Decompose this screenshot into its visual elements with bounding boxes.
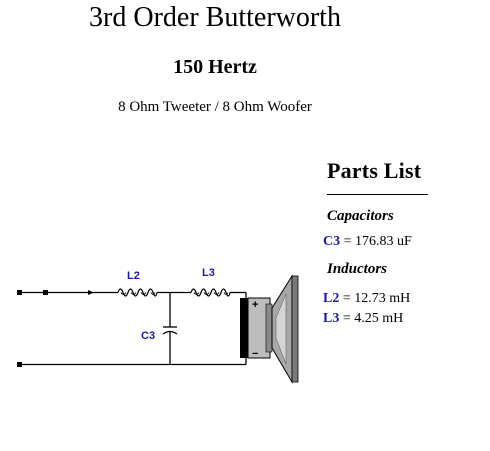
part-l2-id: L2	[323, 291, 340, 306]
inductor-l3-label: L3	[202, 267, 215, 279]
speaker-config-label: 8 Ohm Tweeter / 8 Ohm Woofer	[118, 99, 312, 115]
capacitors-heading: Capacitors	[327, 208, 394, 224]
frequency-label: 150 Hertz	[173, 56, 257, 78]
parts-list-title: Parts List	[327, 158, 422, 183]
bottom-wire	[20, 358, 247, 366]
part-l2-value: = 12.73 mH	[339, 291, 411, 306]
part-c3: C3 = 176.83 uF	[323, 234, 412, 250]
capacitor-c3-label: C3	[141, 330, 155, 342]
inductor-l2	[117, 288, 158, 297]
capacitor-c3	[162, 292, 178, 365]
speaker-minus-label: −	[252, 348, 258, 360]
part-l3: L3 = 4.25 mH	[323, 311, 403, 327]
speaker-plus-label: +	[252, 299, 258, 311]
part-c3-value: = 176.83 uF	[340, 234, 412, 249]
inductor-l3	[190, 288, 231, 297]
wire-arrow	[88, 290, 94, 295]
part-l3-value: = 4.25 mH	[339, 311, 404, 326]
inductor-l2-label: L2	[127, 270, 140, 282]
page-title: 3rd Order Butterworth	[89, 2, 341, 33]
parts-list-divider	[327, 194, 428, 195]
inductors-heading: Inductors	[327, 261, 388, 277]
speaker-icon: + −	[240, 274, 299, 384]
part-c3-id: C3	[323, 234, 341, 249]
part-l3-id: L3	[323, 311, 340, 326]
input-terminal-bottom	[17, 362, 22, 367]
part-l2: L2 = 12.73 mH	[323, 291, 410, 307]
top-wire	[20, 291, 247, 298]
